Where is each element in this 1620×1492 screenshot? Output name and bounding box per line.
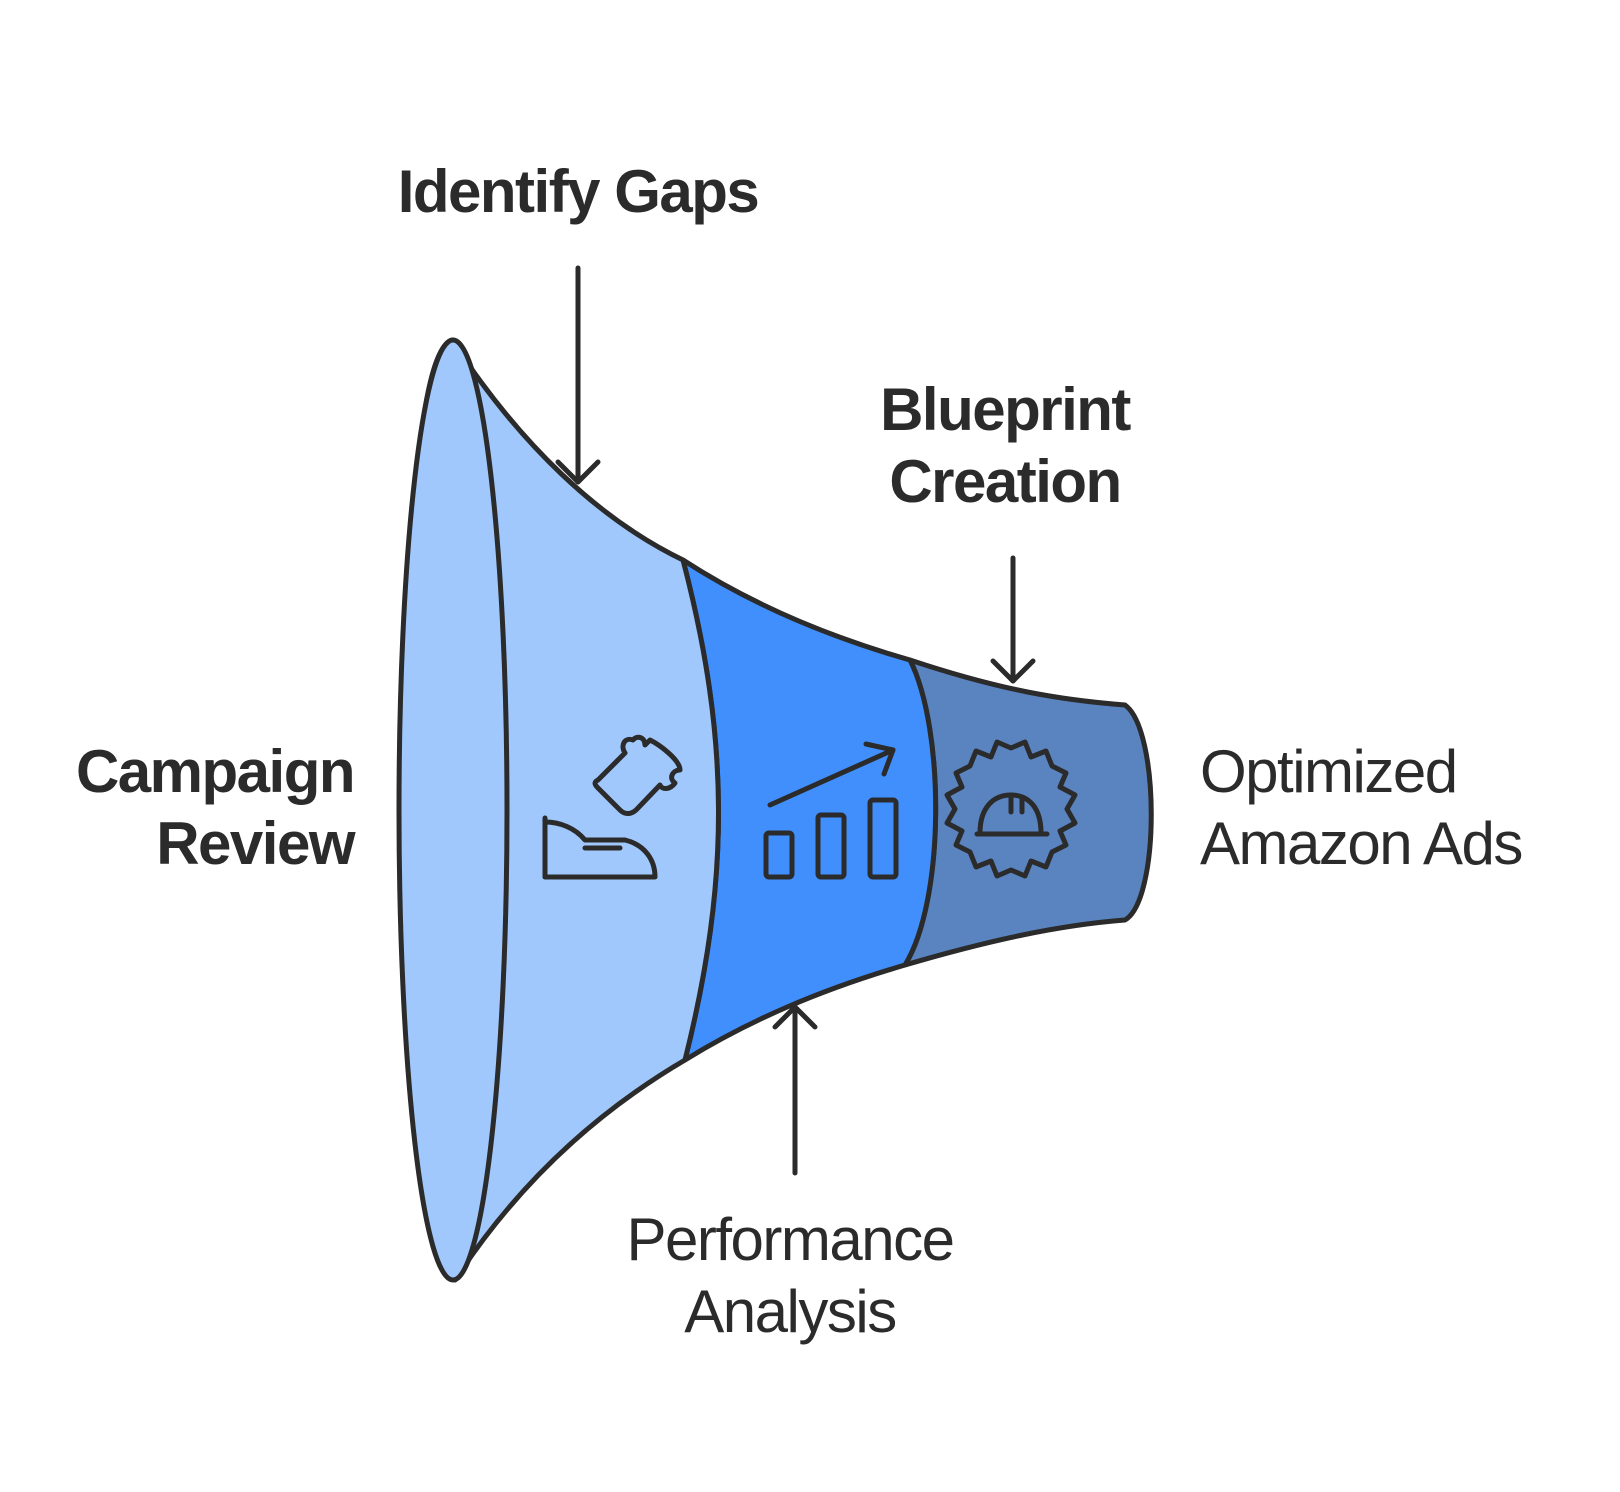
label-blueprint-line2: Creation: [889, 448, 1120, 515]
label-campaign-line1: Campaign: [76, 738, 354, 805]
label-optimized-line2: Amazon Ads: [1200, 810, 1522, 877]
label-optimized-line1: Optimized: [1200, 738, 1457, 805]
gear-hardhat-icon: [944, 739, 1078, 879]
puzzle-flatiron-icon: [542, 734, 683, 880]
funnel-mouth: [396, 337, 510, 1283]
label-performance-line1: Performance: [627, 1206, 954, 1273]
growth-bar-chart-icon: [763, 741, 899, 880]
label-identify-gaps: Identify Gaps: [398, 158, 759, 225]
funnel-stage-3: [902, 657, 1154, 968]
label-performance-line2: Analysis: [684, 1278, 895, 1345]
label-blueprint-line1: Blueprint: [880, 376, 1131, 443]
arrow-identify-gaps: [555, 265, 601, 485]
arrow-blueprint-creation: [990, 555, 1036, 684]
arrow-performance-analysis: [772, 1004, 818, 1176]
label-campaign-line2: Review: [156, 810, 356, 877]
